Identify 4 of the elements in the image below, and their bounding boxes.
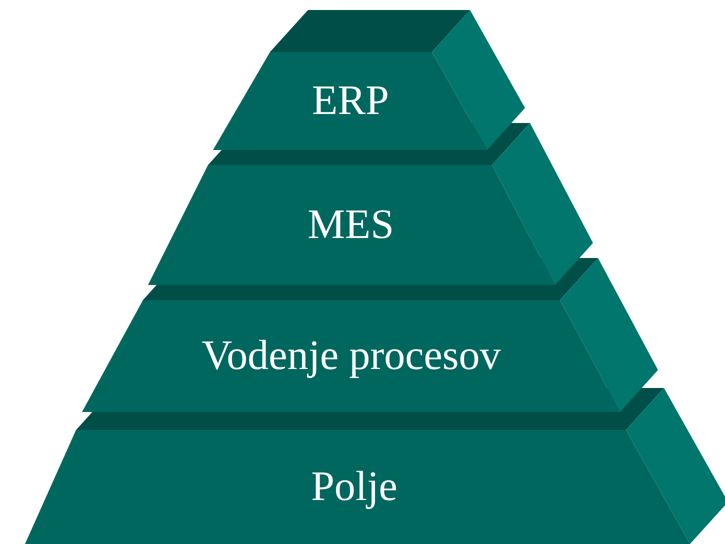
tier-label: Vodenje procesov bbox=[202, 335, 501, 377]
tier-label: ERP bbox=[312, 80, 390, 122]
tier-label: Polje bbox=[311, 466, 398, 508]
tier-label: MES bbox=[308, 204, 394, 246]
